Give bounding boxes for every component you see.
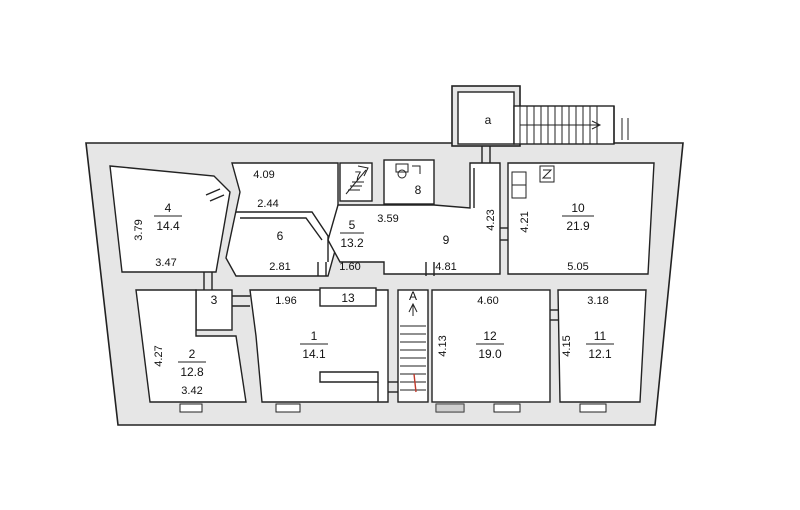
dim-r7-r8: 3.59 <box>377 213 398 225</box>
room-12-area: 19.0 <box>478 347 502 361</box>
room-3-number: 3 <box>211 293 218 307</box>
dim-r13: 1.60 <box>339 261 360 273</box>
dim-r4-side: 3.79 <box>133 219 145 240</box>
dim-r10-side: 4.21 <box>519 211 531 232</box>
room-5-number: 5 <box>349 218 356 232</box>
room-10-number: 10 <box>571 201 585 215</box>
dim-r6-top-upper: 4.09 <box>253 169 274 181</box>
room-4 <box>109 165 231 273</box>
room-12-number: 12 <box>483 329 497 343</box>
room-10 <box>507 162 655 275</box>
windows <box>179 403 607 413</box>
room-7-number: 7 <box>355 169 362 183</box>
room-5-9-hall <box>327 162 501 275</box>
dim-r2-side: 4.27 <box>153 345 165 366</box>
dim-r2-bottom: 3.42 <box>181 385 202 397</box>
stair-a-inner <box>457 91 515 145</box>
external-stair-treads <box>519 106 602 144</box>
dim-r6-bottom: 2.81 <box>269 261 290 273</box>
room-6 <box>225 162 339 277</box>
room-11 <box>557 289 647 403</box>
room-5-area: 13.2 <box>340 236 364 250</box>
room-8-fixtures <box>395 163 421 179</box>
dim-r12-top: 4.60 <box>477 295 498 307</box>
dim-r10-bottom: 5.05 <box>567 261 588 273</box>
room-1-area: 14.1 <box>302 347 326 361</box>
room-2 <box>135 289 247 403</box>
room-1 <box>249 289 389 403</box>
dim-r4-bottom: 3.47 <box>155 257 176 269</box>
room-8 <box>383 159 435 205</box>
room-11-area: 12.1 <box>588 347 612 361</box>
room-3 <box>195 289 233 331</box>
dim-r9-bottom: 4.81 <box>435 261 456 273</box>
room-2-area: 12.8 <box>180 365 204 379</box>
stair-A-treads <box>400 302 426 391</box>
dim-r11-top: 3.18 <box>587 295 608 307</box>
room-1-number: 1 <box>311 329 318 343</box>
room-10-z-icon <box>539 165 555 183</box>
stair-a-label: a <box>485 113 492 127</box>
room-labels: 4 14.4 6 5 13.2 7 8 9 10 21.9 3 13 2 12.… <box>154 113 614 379</box>
room-6-number: 6 <box>277 229 284 243</box>
dim-r6-top: 2.44 <box>257 198 278 210</box>
dim-r11-side: 4.15 <box>561 335 573 356</box>
dim-r12-side: 4.13 <box>437 335 449 356</box>
dimension-labels: 3.79 3.47 4.09 2.44 2.81 3.59 1.60 4.23 … <box>133 169 609 397</box>
stair-A-label: A <box>409 289 417 303</box>
room-12 <box>431 289 551 403</box>
room-7-stair-icon <box>345 165 369 195</box>
stair-A <box>397 289 429 403</box>
room-13 <box>319 287 377 307</box>
room-4-number: 4 <box>165 201 172 215</box>
room-10-area: 21.9 <box>566 219 590 233</box>
room-2-number: 2 <box>189 347 196 361</box>
dim-r1-top: 1.96 <box>275 295 296 307</box>
room-4-area: 14.4 <box>156 219 180 233</box>
room-11-number: 11 <box>594 329 607 343</box>
door-marks <box>203 146 558 393</box>
room-8-number: 8 <box>415 183 422 197</box>
room-9-number: 9 <box>443 233 450 247</box>
dim-r9-side: 4.23 <box>485 209 497 230</box>
room-13-number: 13 <box>341 291 355 305</box>
